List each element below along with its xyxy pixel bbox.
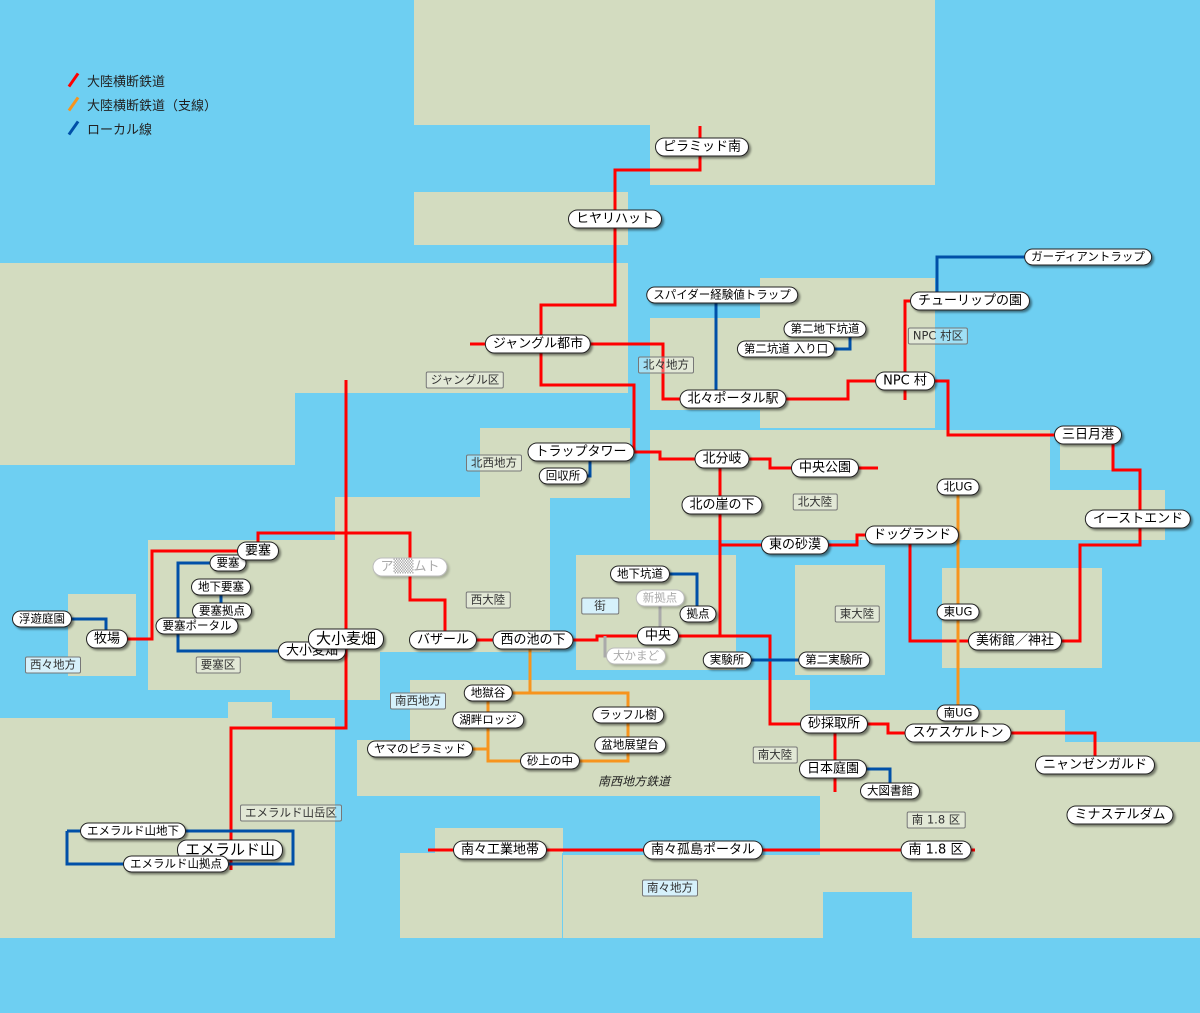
area-label: 西々地方 — [25, 656, 81, 674]
area-label: 要塞区 — [195, 656, 241, 674]
station[interactable]: 南UG — [936, 704, 980, 722]
station[interactable]: 中央公園 — [790, 458, 860, 478]
station[interactable]: 実験所 — [702, 651, 752, 669]
area-label: 東大陸 — [834, 605, 880, 623]
station-inactive[interactable]: 新拠点 — [635, 589, 685, 607]
station[interactable]: バザール — [408, 630, 478, 650]
blue-line-swatch-icon — [67, 120, 80, 136]
landmass — [0, 393, 295, 465]
station[interactable]: 湖畔ロッジ — [452, 711, 524, 729]
station[interactable]: 浮遊庭園 — [12, 610, 72, 628]
station[interactable]: 西の池の下 — [492, 630, 574, 650]
area-label: 北西地方 — [466, 454, 522, 472]
station[interactable]: ピラミッド南 — [654, 137, 750, 157]
station[interactable]: スケスケルトン — [904, 723, 1012, 743]
area-label: 北大陸 — [792, 493, 838, 511]
station[interactable]: 要塞 — [209, 554, 247, 572]
station[interactable]: 南 1.8 区 — [900, 840, 972, 860]
area-label: ジャングル区 — [425, 371, 505, 389]
legend-item-main: 大陸横断鉄道 — [66, 68, 217, 92]
legend: 大陸横断鉄道 大陸横断鉄道（支線） ローカル線 — [66, 68, 217, 140]
station[interactable]: スパイダー経験値トラップ — [646, 286, 798, 304]
station[interactable]: ドッグランド — [864, 525, 960, 545]
station[interactable]: ヒヤリハット — [567, 209, 663, 229]
station[interactable]: 南々孤島ポータル — [642, 840, 764, 860]
station[interactable]: 美術館／神社 — [967, 631, 1063, 651]
area-label: 西大陸 — [465, 591, 511, 609]
station[interactable]: 大小麦畑 — [307, 628, 385, 650]
railway-name-label: 南西地方鉄道 — [597, 774, 671, 789]
station[interactable]: トラップタワー — [527, 442, 635, 462]
station[interactable]: 北分岐 — [694, 449, 750, 469]
landmass — [414, 0, 935, 125]
legend-label: 大陸横断鉄道（支線） — [87, 98, 218, 114]
station[interactable]: ラッフル樹 — [592, 706, 664, 724]
station[interactable]: 回収所 — [538, 467, 588, 485]
station[interactable]: エメラルド山 — [176, 839, 284, 861]
station[interactable]: チューリップの園 — [909, 291, 1031, 311]
legend-label: ローカル線 — [87, 122, 153, 138]
landmass — [480, 428, 630, 498]
landmass — [650, 430, 1050, 540]
station[interactable]: ジャングル都市 — [484, 334, 592, 354]
area-label: 南大陸 — [752, 746, 798, 764]
area-label: 南々地方 — [642, 879, 698, 897]
area-label: 南西地方 — [390, 692, 446, 710]
station[interactable]: 東の砂漠 — [760, 535, 830, 555]
main-line — [108, 126, 1142, 870]
area-label: エメラルド山岳区 — [240, 804, 342, 822]
area-label: 街 — [581, 597, 619, 615]
station[interactable]: ミナステルダム — [1066, 805, 1174, 825]
station[interactable]: ニャンゼンガルド — [1034, 755, 1156, 775]
legend-label: 大陸横断鉄道 — [87, 74, 166, 90]
station[interactable]: 第二地下坑道 — [783, 320, 867, 338]
station[interactable]: 要塞 — [236, 541, 280, 561]
station[interactable]: 地下坑道 — [610, 565, 670, 583]
station[interactable]: NPC 村 — [875, 371, 935, 391]
station[interactable]: 砂採取所 — [799, 714, 869, 734]
station[interactable]: エメラルド山地下 — [80, 822, 186, 840]
station[interactable]: 地下要塞 — [191, 578, 251, 596]
station[interactable]: 大図書館 — [860, 782, 920, 800]
station[interactable]: 北UG — [936, 478, 980, 496]
area-label: NPC 村区 — [907, 327, 969, 345]
legend-item-branch: 大陸横断鉄道（支線） — [66, 92, 217, 116]
area-label: 南 1.8 区 — [906, 811, 966, 829]
station[interactable]: 第二坑道 入り口 — [736, 340, 836, 358]
station[interactable]: 日本庭園 — [798, 759, 868, 779]
station[interactable]: 拠点 — [679, 605, 717, 623]
station[interactable]: 要塞ポータル — [155, 617, 239, 635]
station[interactable]: 中央 — [636, 626, 680, 646]
station[interactable]: イーストエンド — [1084, 509, 1192, 529]
station-inactive[interactable]: ア▒▒ムト — [372, 557, 448, 577]
area-label: 北々地方 — [638, 356, 694, 374]
station[interactable]: ヤマのピラミッド — [367, 740, 473, 758]
station[interactable]: 第二実験所 — [798, 651, 870, 669]
landmass — [400, 853, 562, 938]
station[interactable]: 東UG — [936, 603, 980, 621]
station[interactable]: ガーディアントラップ — [1024, 248, 1152, 266]
station-inactive[interactable]: 大かまど — [606, 647, 666, 665]
station[interactable]: 地獄谷 — [463, 684, 513, 702]
landmass — [563, 855, 823, 938]
landmass — [912, 742, 1200, 938]
station[interactable]: 砂上の中 — [520, 752, 580, 770]
landmass — [228, 702, 272, 722]
station[interactable]: 要塞拠点 — [192, 602, 252, 620]
red-line-swatch-icon — [67, 72, 80, 88]
orange-line-swatch-icon — [67, 96, 80, 112]
legend-item-local: ローカル線 — [66, 116, 217, 140]
station[interactable]: 牧場 — [85, 629, 129, 649]
station[interactable]: 北々ポータル駅 — [679, 389, 787, 409]
station[interactable]: 盆地展望台 — [594, 736, 666, 754]
station[interactable]: 三日月港 — [1053, 425, 1123, 445]
station[interactable]: エメラルド山拠点 — [123, 855, 229, 873]
landmass — [0, 263, 628, 393]
station[interactable]: 南々工業地帯 — [452, 840, 548, 860]
station[interactable]: 北の崖の下 — [681, 495, 763, 515]
